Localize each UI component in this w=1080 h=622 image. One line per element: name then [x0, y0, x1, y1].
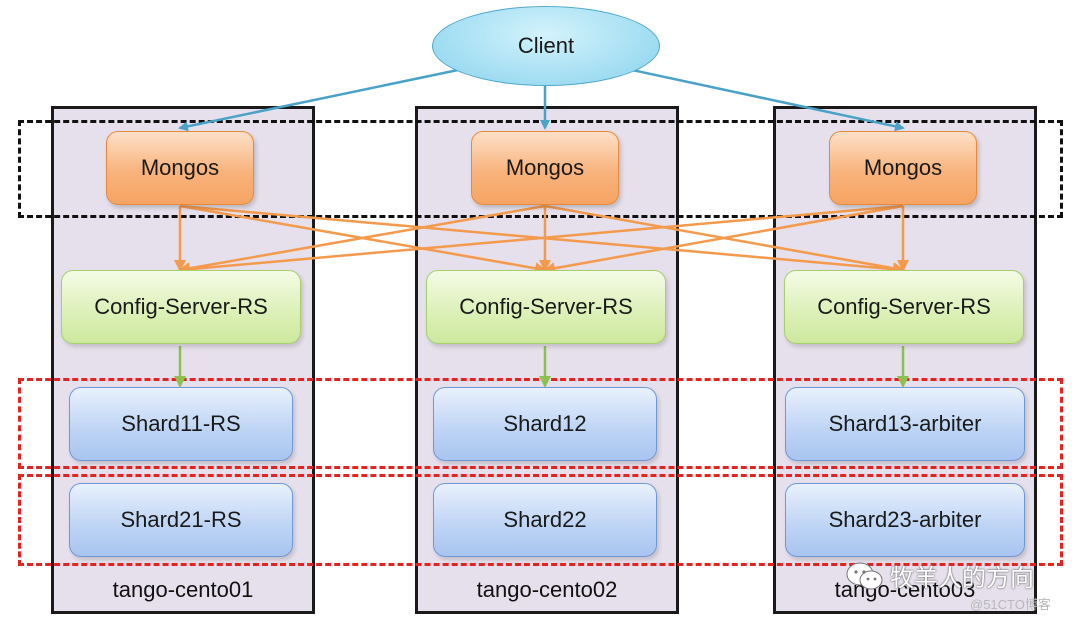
shard-node-21: Shard21-RS [69, 483, 293, 557]
client-node: Client [432, 6, 660, 86]
mongos2-to-config1-arrow [178, 204, 546, 275]
config-server-node-2: Config-Server-RS [426, 270, 666, 344]
mongos3-to-config1-arrow [178, 204, 904, 276]
mongos-node-2: Mongos [471, 131, 619, 205]
watermark: 牧羊人的方向 [846, 558, 1034, 593]
mongos3-to-config2-arrow [543, 204, 904, 275]
shard-node-23: Shard23-arbiter [785, 483, 1025, 557]
client-to-mongos-1-arrow [178, 68, 459, 132]
config-server-node-1: Config-Server-RS [61, 270, 301, 344]
watermark-text: 牧羊人的方向 [890, 565, 1034, 592]
watermark-subtext: @51CTO博客 [970, 597, 1051, 612]
shard-node-12: Shard12 [433, 387, 657, 461]
mongos-node-1: Mongos [106, 131, 254, 205]
wechat-icon [846, 561, 884, 591]
client-to-mongos-3-arrow [631, 68, 905, 132]
host-label: tango-cento01 [112, 577, 254, 602]
host-label: tango-cento02 [476, 577, 618, 602]
config-server-node-3: Config-Server-RS [784, 270, 1024, 344]
shard-group-2-outline [18, 474, 1063, 566]
shard-node-22: Shard22 [433, 483, 657, 557]
mongos-node-3: Mongos [829, 131, 977, 205]
shard-node-13: Shard13-arbiter [785, 387, 1025, 461]
shard-node-11: Shard11-RS [69, 387, 293, 461]
